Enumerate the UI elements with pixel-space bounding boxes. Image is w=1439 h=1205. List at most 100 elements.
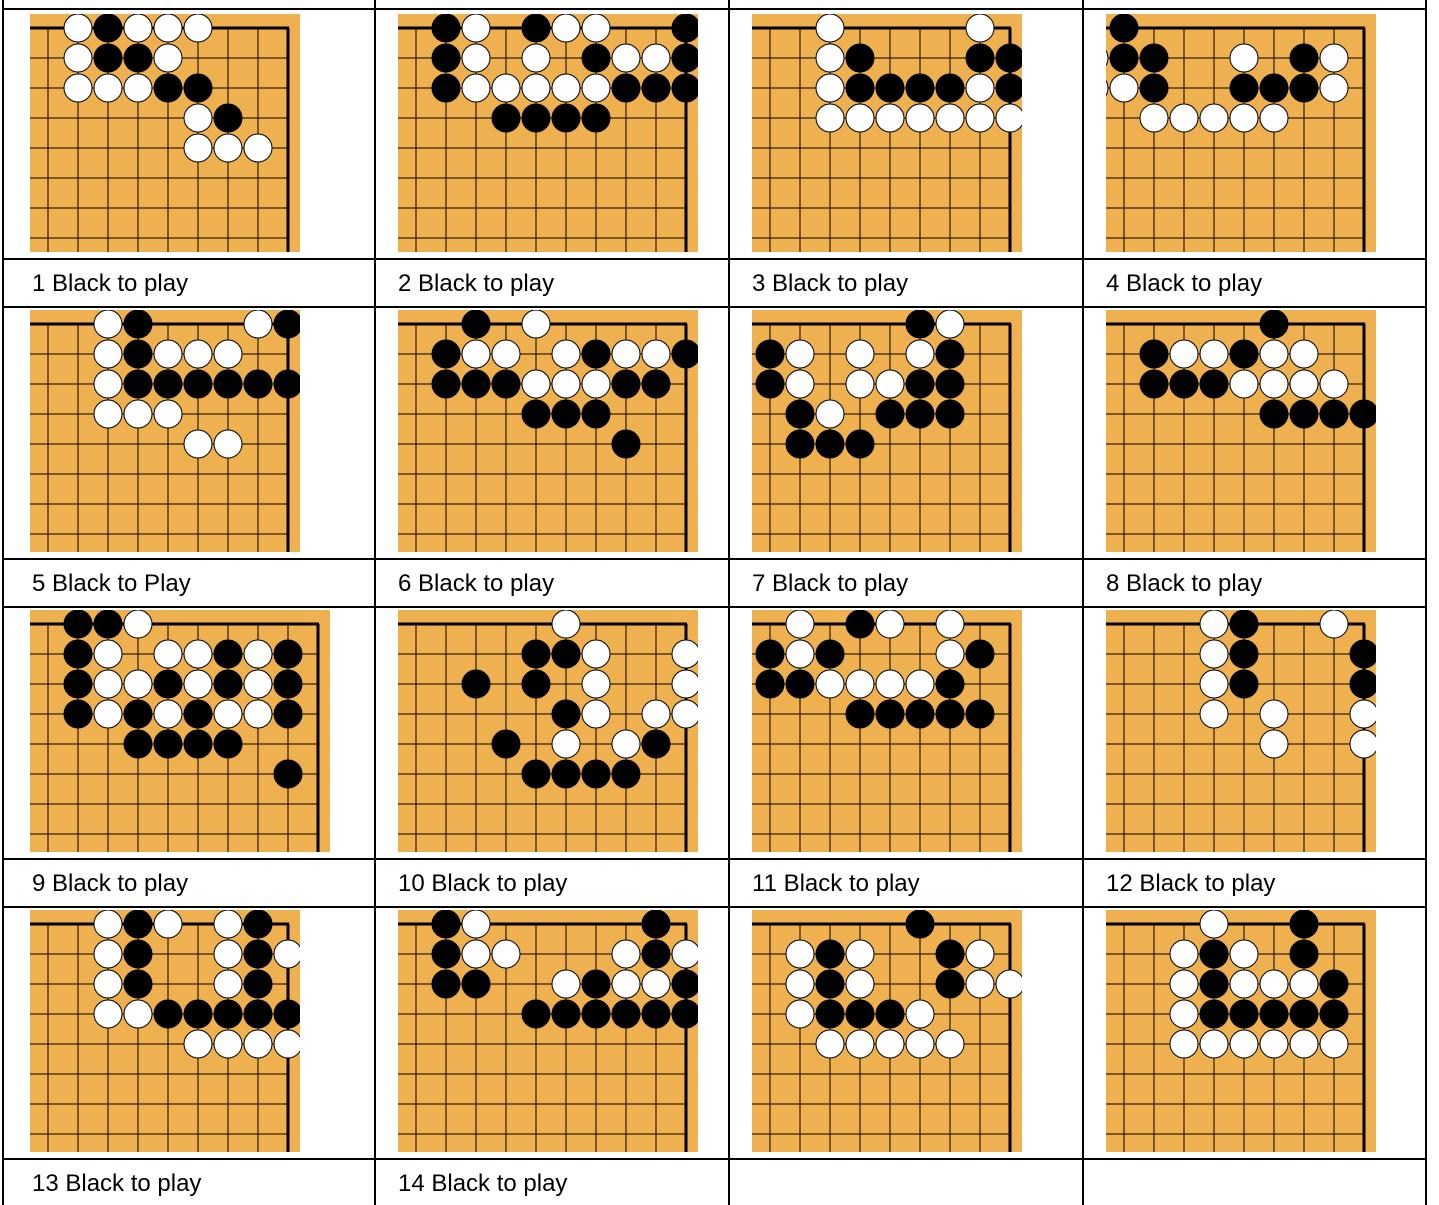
- black-stone: [552, 104, 580, 132]
- black-stone: [966, 44, 994, 72]
- black-stone: [432, 970, 460, 998]
- white-stone: [906, 670, 934, 698]
- black-stone: [1110, 44, 1138, 72]
- white-stone: [786, 640, 814, 668]
- black-stone: [846, 74, 874, 102]
- black-stone: [642, 730, 670, 758]
- white-stone: [1260, 1030, 1288, 1058]
- black-stone: [1260, 400, 1288, 428]
- white-stone: [906, 104, 934, 132]
- black-stone: [1350, 670, 1376, 698]
- black-stone: [1230, 640, 1258, 668]
- white-stone: [462, 910, 490, 938]
- white-stone: [94, 640, 122, 668]
- black-stone: [522, 760, 550, 788]
- black-stone: [876, 700, 904, 728]
- white-stone: [94, 370, 122, 398]
- white-stone: [552, 370, 580, 398]
- problem-14-caption: 14 Black to play: [376, 1158, 728, 1205]
- go-board: [1106, 610, 1376, 852]
- white-stone: [124, 1000, 152, 1028]
- black-stone: [94, 14, 122, 42]
- white-stone: [1350, 700, 1376, 728]
- go-board: [752, 910, 1022, 1152]
- white-stone: [1260, 370, 1288, 398]
- white-stone: [1170, 1000, 1198, 1028]
- black-stone: [906, 310, 934, 338]
- white-stone: [582, 14, 610, 42]
- white-stone: [936, 104, 964, 132]
- black-stone: [1140, 44, 1168, 72]
- black-stone: [816, 640, 844, 668]
- problem-11-label: 11 Black to play: [752, 870, 920, 898]
- black-stone: [124, 940, 152, 968]
- black-stone: [672, 1000, 698, 1028]
- white-stone: [244, 700, 272, 728]
- black-stone: [522, 640, 550, 668]
- white-stone: [214, 430, 242, 458]
- white-stone: [94, 940, 122, 968]
- white-stone: [816, 14, 844, 42]
- black-stone: [936, 400, 964, 428]
- black-stone: [492, 730, 520, 758]
- black-stone: [552, 400, 580, 428]
- go-board: [1106, 310, 1376, 552]
- black-stone: [612, 430, 640, 458]
- black-stone: [432, 74, 460, 102]
- black-stone: [936, 940, 964, 968]
- white-stone: [786, 1000, 814, 1028]
- black-stone: [124, 700, 152, 728]
- go-board: [1106, 910, 1376, 1152]
- black-stone: [1290, 910, 1318, 938]
- white-stone: [1290, 370, 1318, 398]
- black-stone: [124, 44, 152, 72]
- black-stone: [462, 670, 490, 698]
- problem-1-label: 1 Black to play: [32, 270, 188, 298]
- black-stone: [582, 760, 610, 788]
- black-stone: [154, 370, 182, 398]
- white-stone: [936, 310, 964, 338]
- black-stone: [582, 970, 610, 998]
- white-stone: [996, 104, 1022, 132]
- white-stone: [522, 44, 550, 72]
- white-stone: [1230, 970, 1258, 998]
- white-stone: [582, 74, 610, 102]
- white-stone: [154, 44, 182, 72]
- white-stone: [462, 44, 490, 72]
- black-stone: [906, 910, 934, 938]
- white-stone: [1200, 640, 1228, 668]
- black-stone: [274, 700, 302, 728]
- problem-4-label: 4 Black to play: [1106, 270, 1262, 298]
- white-stone: [124, 610, 152, 638]
- white-stone: [1170, 104, 1198, 132]
- black-stone: [432, 44, 460, 72]
- white-stone: [214, 910, 242, 938]
- go-board: [398, 14, 698, 252]
- white-stone: [552, 74, 580, 102]
- black-stone: [274, 1000, 300, 1028]
- problem-3-caption: 3 Black to play: [730, 258, 1082, 306]
- black-stone: [522, 670, 550, 698]
- white-stone: [612, 970, 640, 998]
- black-stone: [492, 370, 520, 398]
- white-stone: [94, 670, 122, 698]
- white-stone: [1200, 610, 1228, 638]
- white-stone: [214, 134, 242, 162]
- black-stone: [1350, 400, 1376, 428]
- black-stone: [64, 670, 92, 698]
- black-stone: [552, 760, 580, 788]
- black-stone: [672, 970, 698, 998]
- white-stone: [1320, 74, 1348, 102]
- white-stone: [786, 370, 814, 398]
- black-stone: [124, 370, 152, 398]
- white-stone: [936, 1030, 964, 1058]
- problem-5-caption: 5 Black to Play: [2, 558, 374, 606]
- white-stone: [816, 74, 844, 102]
- black-stone: [432, 14, 460, 42]
- black-stone: [846, 430, 874, 458]
- black-stone: [756, 370, 784, 398]
- black-stone: [642, 940, 670, 968]
- white-stone: [612, 940, 640, 968]
- white-stone: [1200, 670, 1228, 698]
- white-stone: [94, 1000, 122, 1028]
